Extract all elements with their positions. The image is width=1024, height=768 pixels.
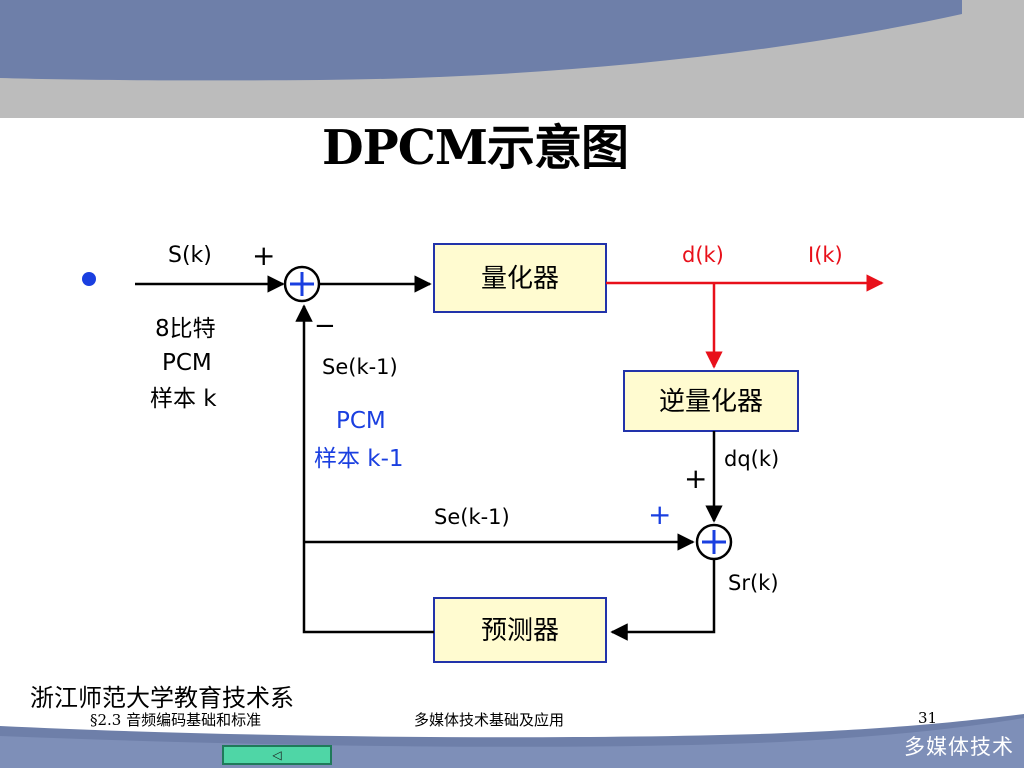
input-desc-line1: 8比特	[155, 316, 216, 342]
page-number: 31	[918, 709, 938, 727]
footer-course: 多媒体技术基础及应用	[414, 711, 565, 729]
institution-name: 浙江师范大学教育技术系	[30, 684, 294, 712]
input-plus-sign: +	[252, 239, 275, 272]
feedback-desc-line2: 样本 k-1	[314, 446, 404, 472]
dq-signal-label: dq(k)	[724, 447, 779, 471]
slide-title: DPCM示意图	[321, 120, 629, 176]
predictor-label: 预测器	[481, 616, 559, 646]
feedback-signal-label: Se(k-1)	[322, 355, 398, 379]
top-adder-icon	[283, 265, 321, 303]
loop-plus-sign: +	[648, 498, 671, 531]
output-d-label: d(k)	[682, 243, 724, 267]
predictor-feedback-arrow	[295, 304, 434, 634]
bottom-adder-icon	[695, 523, 733, 561]
brand-label: 多媒体技术	[904, 735, 1014, 759]
predictor-block: 预测器	[433, 597, 607, 663]
inverse-quantizer-label: 逆量化器	[659, 387, 763, 417]
footer-section: §2.3 音频编码基础和标准	[90, 711, 262, 729]
input-desc-line2: PCM	[162, 350, 212, 376]
input-signal-label: S(k)	[168, 243, 212, 268]
dq-plus-sign: +	[684, 462, 707, 495]
back-arrow-icon: ◁	[272, 748, 282, 762]
bullet-icon	[82, 272, 96, 286]
header-banner	[0, 0, 1024, 118]
inverse-quantizer-block: 逆量化器	[623, 370, 799, 432]
adder-to-predictor-arrow	[610, 559, 716, 641]
output-i-label: I(k)	[808, 243, 843, 267]
feedback-minus-sign: −	[314, 311, 336, 341]
quantizer-block: 量化器	[433, 243, 607, 313]
input-desc-line3: 样本 k	[150, 386, 217, 412]
quantizer-label: 量化器	[481, 264, 559, 294]
feedback-desc-line1: PCM	[336, 408, 386, 434]
sr-signal-label: Sr(k)	[728, 571, 779, 595]
loop-signal-label: Se(k-1)	[434, 505, 510, 529]
back-button[interactable]: ◁	[222, 745, 332, 765]
